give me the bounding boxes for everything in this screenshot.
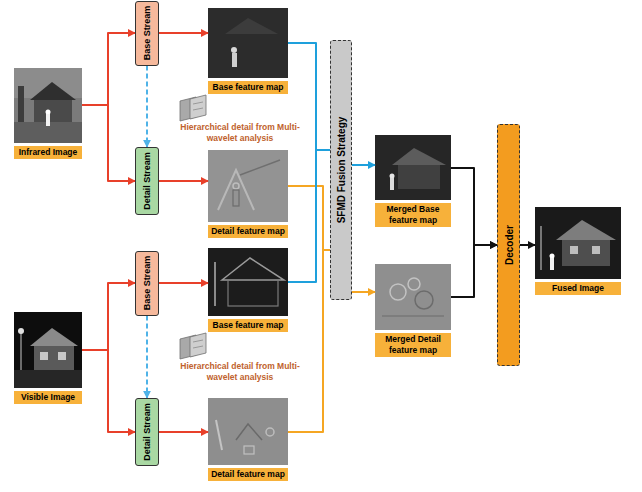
- merged-detail-image: [375, 264, 451, 330]
- connector-arrow: [352, 164, 375, 166]
- visible-photo: [14, 312, 82, 388]
- merged-base-image: [375, 135, 451, 200]
- fused-photo: [535, 207, 621, 279]
- box-text: Base Stream: [142, 256, 152, 311]
- connector-arrow: [146, 316, 148, 399]
- label-text: Detail feature map: [208, 225, 288, 238]
- label-text: Infrared Image: [14, 146, 82, 159]
- connector-arrow: [451, 245, 497, 297]
- annotation-text: Hierarchical detail from Multi-wavelet a…: [170, 122, 310, 143]
- connector-arrow: [352, 291, 375, 293]
- box-text: SFMD Fusion Strategy: [336, 117, 347, 224]
- box-text: Base Stream: [142, 6, 152, 61]
- label-text: Visible Image: [14, 391, 82, 404]
- connector-arrow: [159, 431, 208, 433]
- label-text: Base feature map: [208, 81, 288, 94]
- detail-stream-box: Detail Stream: [135, 398, 159, 466]
- annotation-text: Hierarchical detail from Multi-wavelet a…: [170, 361, 310, 382]
- merged-feature-map: Merged Base feature map: [375, 135, 451, 227]
- label-text: Detail feature map: [208, 468, 288, 481]
- image-label: Infrared Image: [14, 68, 82, 159]
- feature-map: Base feature map: [208, 248, 288, 332]
- base-feature-image: [208, 8, 288, 78]
- wavelet-icons: [180, 95, 206, 121]
- box-text: Detail Stream: [142, 403, 152, 461]
- label-text: Merged Detail feature map: [375, 333, 451, 357]
- connector-arrow: [288, 43, 330, 150]
- detail-stream-box: Detail Stream: [135, 147, 159, 215]
- merged-feature-map: Merged Detail feature map: [375, 264, 451, 357]
- label-text: Base feature map: [208, 319, 288, 332]
- infrared-photo: [14, 68, 82, 143]
- connector-arrow: [82, 105, 135, 181]
- decoder-box: Decoder: [497, 124, 520, 366]
- fused-image: Fused Image: [535, 207, 621, 295]
- connector-arrow: [82, 283, 135, 350]
- connector-arrow: [159, 180, 208, 182]
- connector-arrow: [159, 282, 208, 284]
- connector-arrow: [288, 250, 330, 432]
- connector-arrow: [82, 33, 135, 105]
- label-text: Fused Image: [535, 282, 621, 295]
- connector-arrow: [288, 186, 330, 250]
- feature-map: Detail feature map: [208, 150, 288, 238]
- fusion-strategy-box: SFMD Fusion Strategy: [330, 40, 352, 300]
- connector-arrow: [159, 32, 208, 34]
- base-feature-image: [208, 248, 288, 316]
- detail-feature-image: [208, 398, 288, 465]
- base-stream-box: Base Stream: [135, 251, 159, 316]
- feature-map: Base feature map: [208, 8, 288, 94]
- wavelet-icons: [180, 333, 206, 359]
- detail-feature-image: [208, 150, 288, 222]
- connector-arrow: [82, 350, 135, 432]
- box-text: Detail Stream: [142, 152, 152, 210]
- image-label: Visible Image: [14, 312, 82, 404]
- connector-arrow: [520, 244, 535, 246]
- feature-map: Detail feature map: [208, 398, 288, 481]
- label-text: Merged Base feature map: [375, 203, 451, 227]
- connector-arrow: [451, 168, 497, 245]
- box-text: Decoder: [503, 225, 514, 265]
- connector-arrow: [146, 66, 148, 148]
- base-stream-box: Base Stream: [135, 1, 159, 66]
